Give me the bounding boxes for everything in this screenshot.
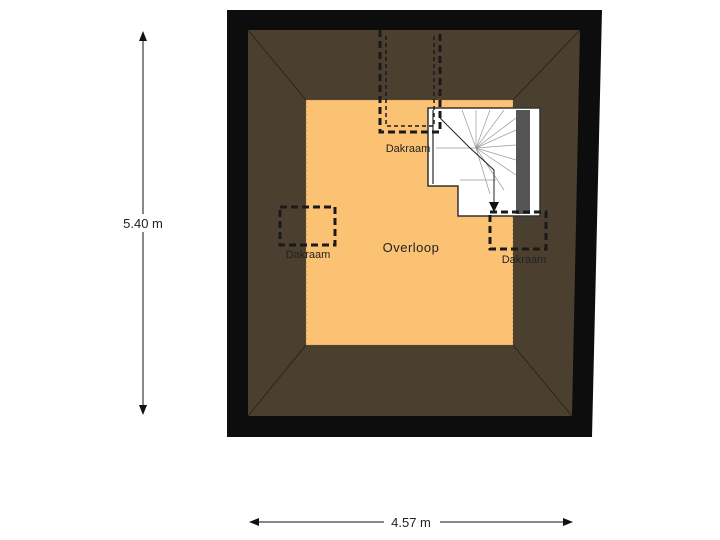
room-label-overloop: Overloop xyxy=(383,240,440,255)
dimension-label-height: 5.40 m xyxy=(123,216,163,231)
skylight-left xyxy=(278,205,337,247)
skylight-label-top: Dakraam xyxy=(386,143,431,155)
stair-direction-arrow xyxy=(489,202,499,212)
dimension-label-bg xyxy=(384,513,440,531)
skylight-right xyxy=(488,210,548,251)
dimension-label-width: 4.57 m xyxy=(391,515,431,530)
stair-direction-line xyxy=(439,117,495,205)
dimension-label-bg xyxy=(118,214,168,232)
roof-slope-lines xyxy=(247,29,581,417)
skylight-label-right: Dakraam xyxy=(502,254,547,266)
skylight-label-left: Dakraam xyxy=(286,249,331,261)
staircase xyxy=(427,107,541,217)
skylight-top xyxy=(378,30,442,134)
stair-stringer xyxy=(516,110,530,214)
